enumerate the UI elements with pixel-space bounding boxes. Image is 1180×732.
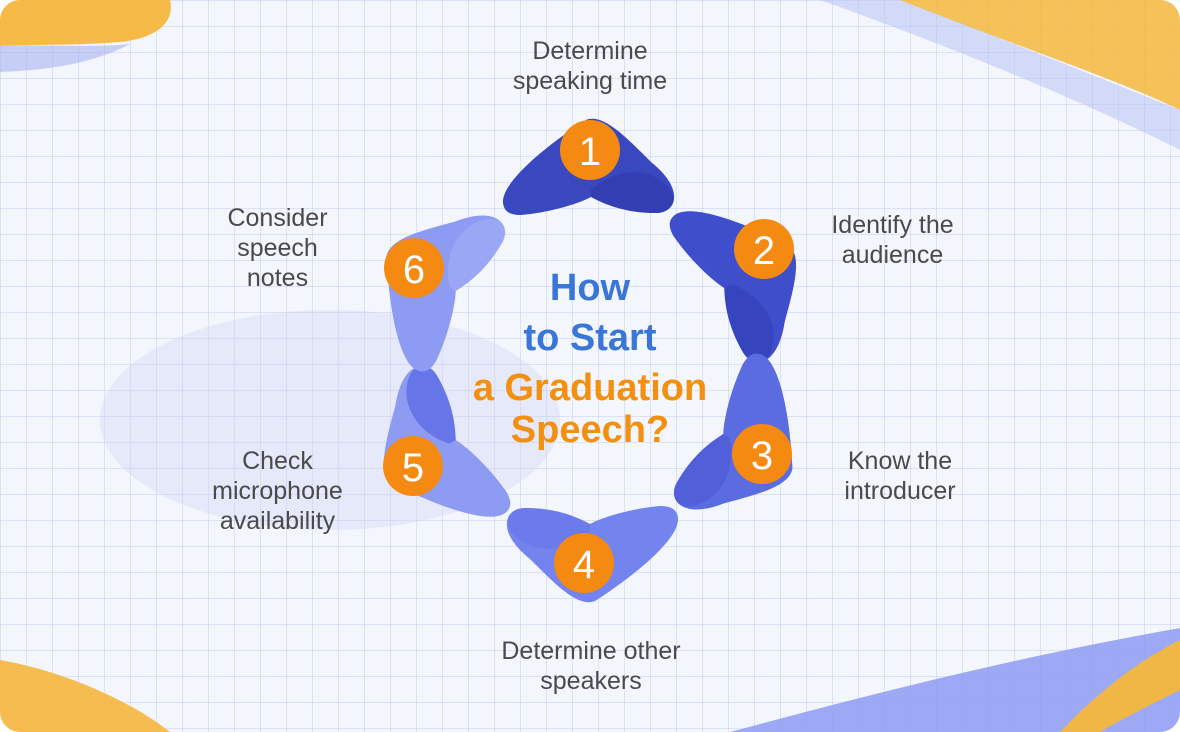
title-line-how: How (549, 267, 631, 309)
step-2-number-badge: 2 (734, 219, 794, 279)
step-4-number-badge: 4 (554, 533, 614, 593)
step-4-label: Determine other speakers (501, 637, 681, 695)
step-6-label: Consider speech notes (227, 204, 328, 292)
step-2-shape (664, 172, 834, 370)
yellow-brush-top-right (900, 0, 1180, 110)
step-6-shape (343, 179, 513, 377)
step-5-label: Check microphone availability (212, 447, 343, 535)
title-line-speech: Speech? (510, 409, 670, 451)
step-5-number-badge: 5 (383, 436, 443, 496)
yellow-brush-bottom-right (1060, 640, 1180, 732)
step-3-label: Know the introducer (844, 447, 956, 505)
step-6-number-badge: 6 (384, 238, 444, 298)
step-1-number: 1 (579, 130, 601, 174)
title-line-to-start: to Start (523, 317, 657, 359)
step-1-label: Determine speaking time (512, 37, 668, 95)
yellow-brush-bottom-left (0, 660, 170, 732)
title-line-graduation: a Graduation (472, 367, 708, 409)
step-2-label: Identify the audience (831, 211, 954, 269)
blue-brush-bottom-right (730, 628, 1180, 732)
yellow-brush-top-left (0, 0, 171, 46)
step-3-number-badge: 3 (732, 424, 792, 484)
step-5-number: 5 (402, 446, 424, 490)
step-3-number: 3 (751, 434, 773, 478)
step-4-number: 4 (573, 543, 595, 587)
blue-brush-top-left (0, 44, 130, 72)
step-1-number-badge: 1 (560, 120, 620, 180)
step-3-shape (666, 348, 836, 546)
step-1-shape (502, 118, 675, 215)
step-2-number: 2 (753, 229, 775, 273)
step-6-number: 6 (403, 248, 425, 292)
step-5-shape (346, 358, 516, 556)
